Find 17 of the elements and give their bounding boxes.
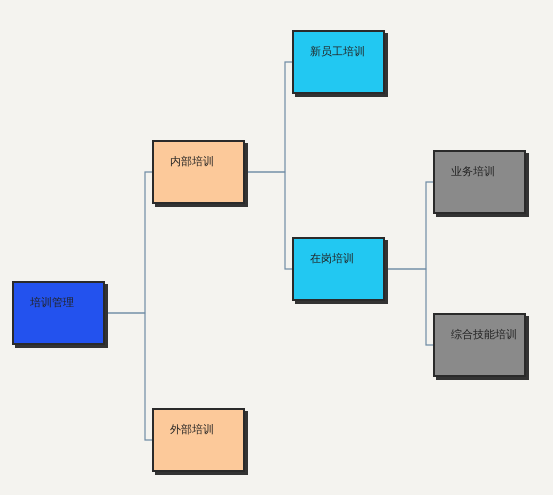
- process-box: [433, 313, 526, 377]
- process-box: [152, 408, 245, 472]
- box-label: 外部培训: [170, 422, 215, 438]
- connector-line: [105, 312, 152, 441]
- box-label: 业务培训: [451, 164, 496, 180]
- process-box: [292, 237, 385, 301]
- process-box: [292, 30, 385, 94]
- box-label: 内部培训: [170, 154, 215, 170]
- box-label: 培训管理: [30, 295, 75, 311]
- process-box: [12, 281, 105, 345]
- box-label: 综合技能培训: [451, 327, 518, 343]
- box-label: 在岗培训: [310, 251, 355, 267]
- process-box: [152, 140, 245, 204]
- connector-line: [385, 268, 433, 346]
- connector-line: [245, 171, 292, 270]
- process-box: [433, 150, 526, 214]
- box-label: 新员工培训: [310, 44, 366, 60]
